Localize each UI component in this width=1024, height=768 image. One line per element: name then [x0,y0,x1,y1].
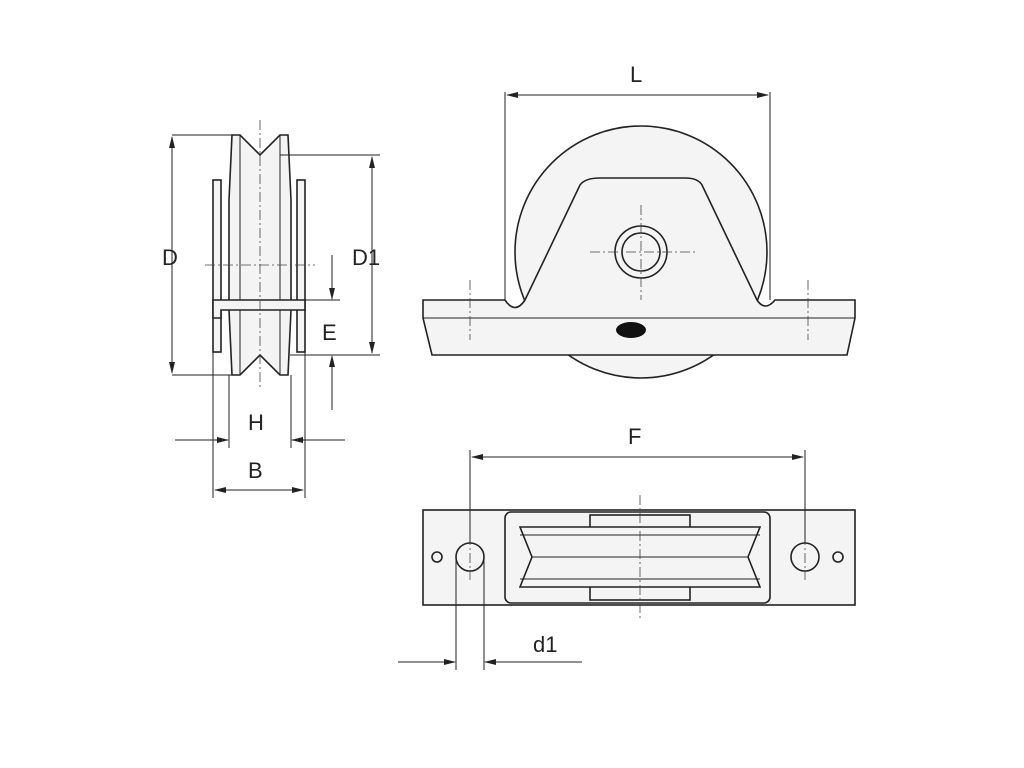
dim-label-D: D [162,245,178,270]
dim-label-d1: d1 [533,632,557,657]
dim-label-L: L [630,62,642,87]
dim-label-E: E [322,320,337,345]
logo-icon [616,322,646,338]
dim-label-B: B [248,458,263,483]
dim-label-H: H [248,410,264,435]
front-view: L [422,62,856,379]
side-view: D D1 E H B [162,120,380,498]
dim-label-F: F [628,424,641,449]
top-view: F d1 [398,424,856,670]
dim-label-D1: D1 [352,245,380,270]
